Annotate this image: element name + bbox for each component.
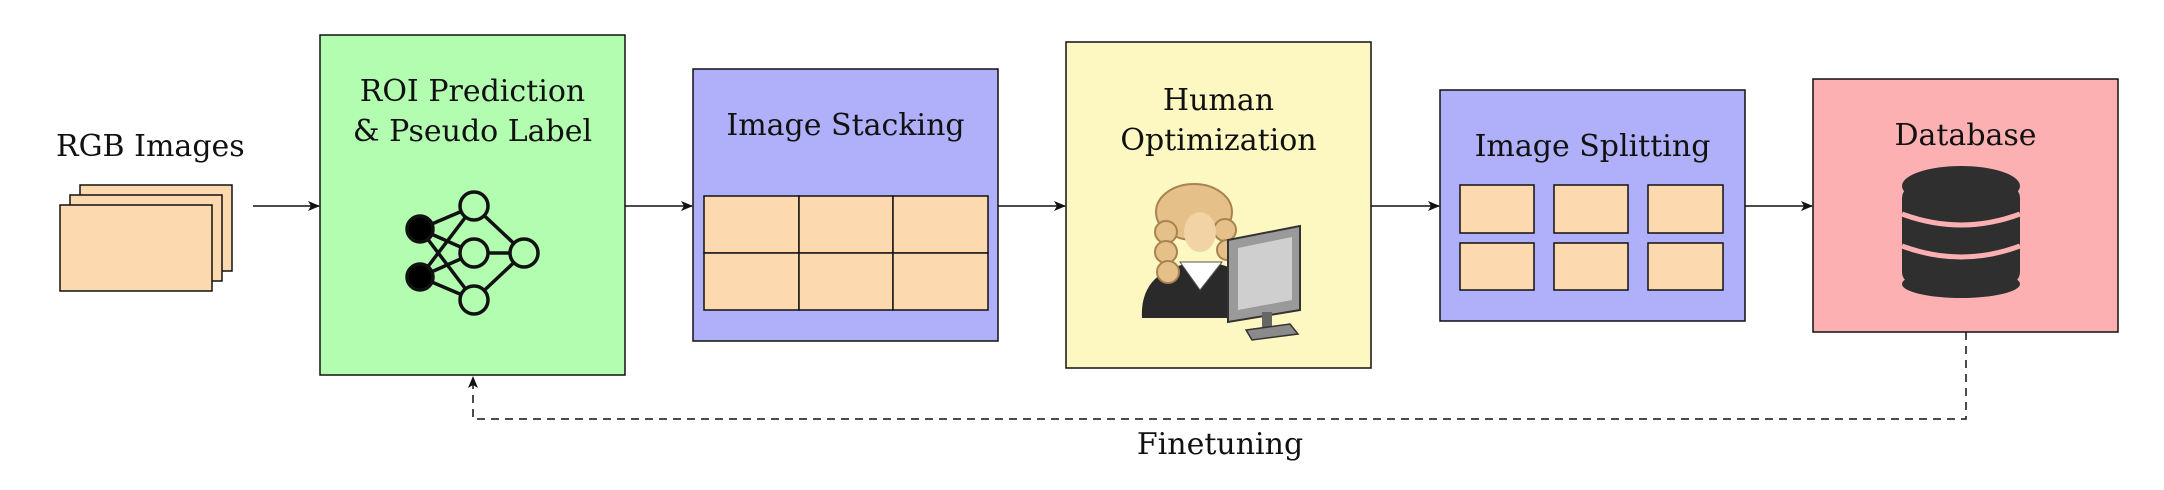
database-title: Database — [1894, 118, 2037, 153]
finetuning-label: Finetuning — [1136, 427, 1304, 462]
rgb-images-label: RGB Images — [56, 129, 245, 164]
roi-title-line2: & Pseudo Label — [352, 114, 593, 149]
rgb-images-icon — [59, 184, 233, 292]
human-title-line2: Optimization — [1120, 123, 1317, 158]
image-splitting-title: Image Splitting — [1474, 129, 1711, 164]
roi-title-line1: ROI Prediction — [359, 74, 586, 109]
human-title-line1: Human — [1162, 83, 1275, 118]
finetuning-feedback-arrow — [468, 332, 1967, 420]
rgb-image-tile-front — [59, 204, 213, 292]
image-stacking-title: Image Stacking — [726, 108, 965, 143]
split-image-tiles — [1459, 184, 1724, 291]
neural-network-icon — [405, 190, 540, 316]
flow-arrows — [253, 201, 1967, 420]
judge-at-computer-icon — [1141, 183, 1301, 341]
stacked-image-grid — [703, 195, 989, 311]
database-icon — [1901, 166, 2021, 298]
